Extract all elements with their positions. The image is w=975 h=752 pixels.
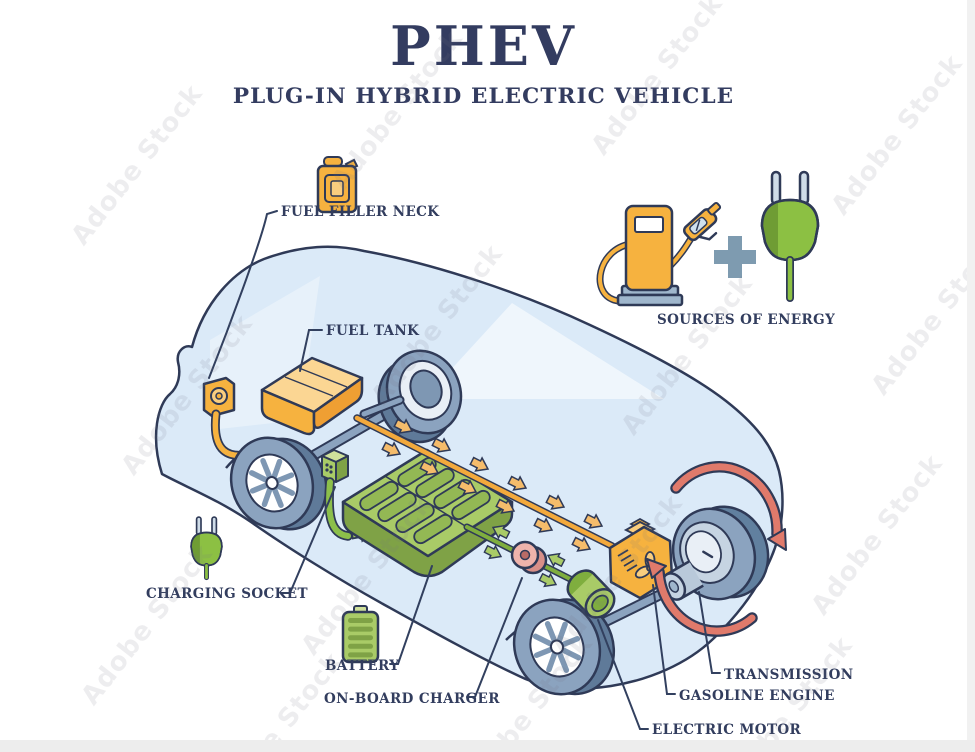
fuel-line (353, 414, 616, 557)
fuel-tank (260, 356, 364, 436)
on-board-charger-ring (510, 540, 548, 575)
electric-plug-icon (760, 170, 820, 302)
charging-socket (321, 449, 376, 544)
small-plug-icon (190, 516, 223, 581)
front-wheel (512, 598, 616, 696)
power-line (463, 520, 594, 593)
battery-icon (341, 605, 380, 664)
label-on-board-charger: ON-BOARD CHARGER (324, 691, 500, 707)
page-subtitle: PLUG-IN HYBRID ELECTRIC VEHICLE (232, 84, 735, 109)
plus-icon (714, 236, 756, 278)
label-electric-motor: ELECTRIC MOTOR (652, 722, 802, 738)
leader-lines (208, 210, 721, 730)
page-edge-bottom (0, 740, 975, 752)
label-sources-of-energy: SOURCES OF ENERGY (657, 312, 836, 328)
gas-pump-icon (596, 201, 722, 307)
label-fuel-tank: FUEL TANK (326, 323, 420, 339)
label-transmission: TRANSMISSION (724, 667, 854, 683)
label-battery: BATTERY (325, 658, 400, 674)
rear-left-wheel (229, 436, 328, 531)
electric-motor (566, 569, 616, 619)
rotation-arrows (646, 461, 787, 637)
transmission (646, 461, 787, 637)
pump-nozzle-icon (682, 201, 722, 242)
label-gasoline-engine: GASOLINE ENGINE (679, 688, 835, 704)
jerry-can-icon (316, 156, 359, 214)
page-title: PHEV (390, 14, 577, 78)
label-charging-socket: CHARGING SOCKET (146, 586, 308, 602)
label-fuel-filler-neck: FUEL FILLER NECK (281, 204, 440, 220)
page-edge-right (967, 0, 975, 752)
